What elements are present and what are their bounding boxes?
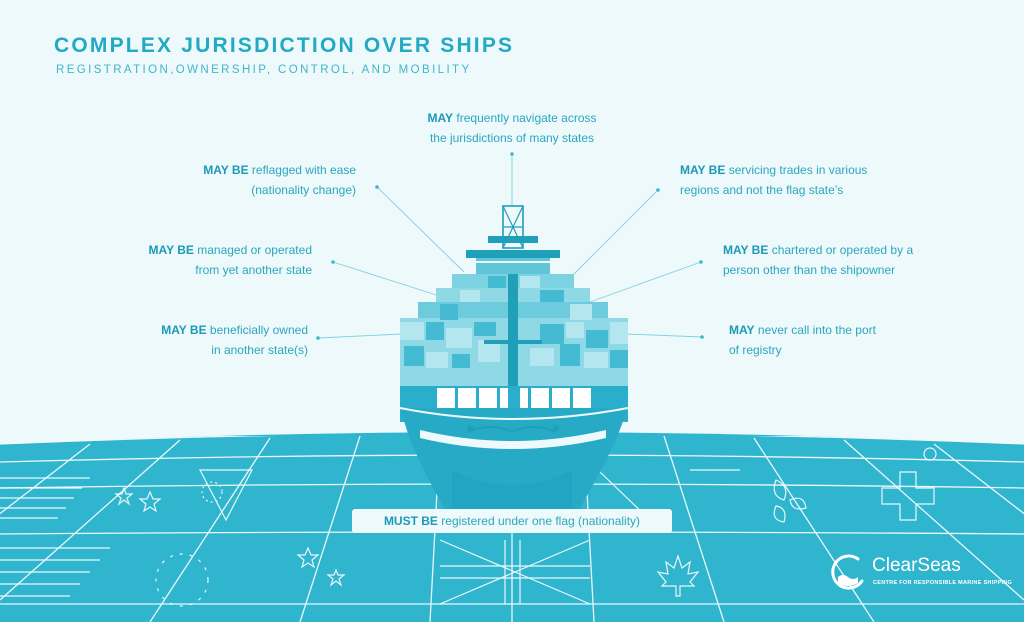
logo-name: ClearSeas (872, 555, 961, 576)
cross-flag-icon (439, 539, 591, 605)
sun-flag-icon (201, 481, 223, 503)
callout-port: MAY never call into the port of registry (729, 323, 876, 357)
callout-servicing: MAY BE servicing trades in various regio… (680, 163, 868, 197)
page-title: COMPLEX JURISDICTION OVER SHIPS (54, 34, 515, 57)
callout-lines (316, 152, 704, 340)
callout-managed: MAY BE managed or operated from yet anot… (148, 243, 312, 277)
maple-leaf-icon (656, 554, 700, 597)
stars-flag-icon (114, 486, 346, 587)
callout-navigate: MAY frequently navigate across the juris… (427, 111, 597, 145)
must-be-registered-label: MUST BE registered under one flag (natio… (352, 509, 672, 533)
star-circle-flag-icon (155, 553, 209, 607)
callout-reflagged: MAY BE reflagged with ease (nationality … (203, 163, 356, 197)
callout-owned: MAY BE beneficially owned in another sta… (161, 323, 308, 357)
flower-flag-icon (773, 479, 807, 523)
stripes-flag-icon (0, 477, 110, 597)
page-subtitle: REGISTRATION,OWNERSHIP, CONTROL, AND MOB… (56, 64, 472, 76)
callout-chartered: MAY BE chartered or operated by a person… (723, 243, 914, 277)
clearseas-logo-icon (831, 554, 864, 590)
clearseas-logo: ClearSeas CENTRE FOR RESPONSIBLE MARINE … (828, 553, 1012, 593)
logo-tagline: CENTRE FOR RESPONSIBLE MARINE SHIPPING (873, 580, 1013, 586)
plus-flag-icon (881, 471, 935, 521)
container-ship (399, 205, 629, 520)
